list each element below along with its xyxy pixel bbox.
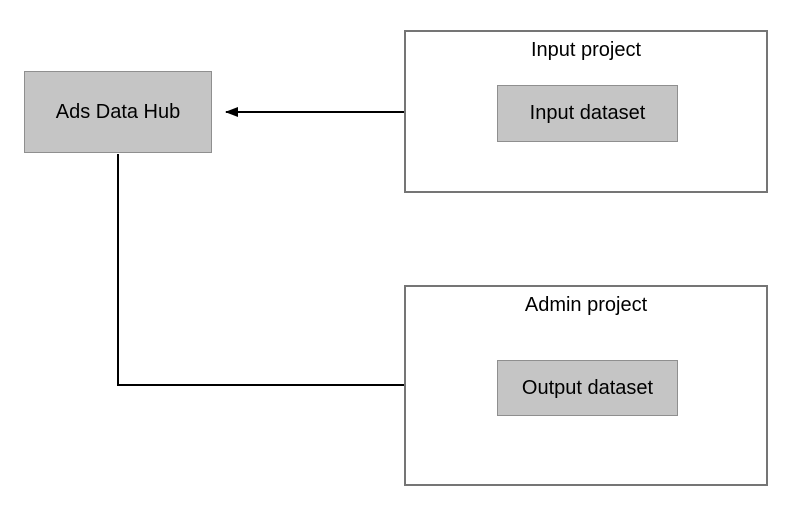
node-output-dataset: Output dataset	[497, 360, 678, 416]
group-admin-project-title: Admin project	[524, 294, 648, 316]
node-input-dataset-label: Input dataset	[529, 102, 646, 124]
group-admin-project: Admin project Output dataset	[404, 285, 768, 486]
node-output-dataset-label: Output dataset	[521, 376, 654, 399]
node-input-dataset: Input dataset	[497, 85, 678, 142]
node-ads-data-hub: Ads Data Hub	[24, 71, 212, 153]
group-input-project: Input project Input dataset	[404, 30, 768, 193]
node-ads-data-hub-label: Ads Data Hub	[55, 100, 181, 123]
group-input-project-title: Input project	[530, 39, 642, 61]
